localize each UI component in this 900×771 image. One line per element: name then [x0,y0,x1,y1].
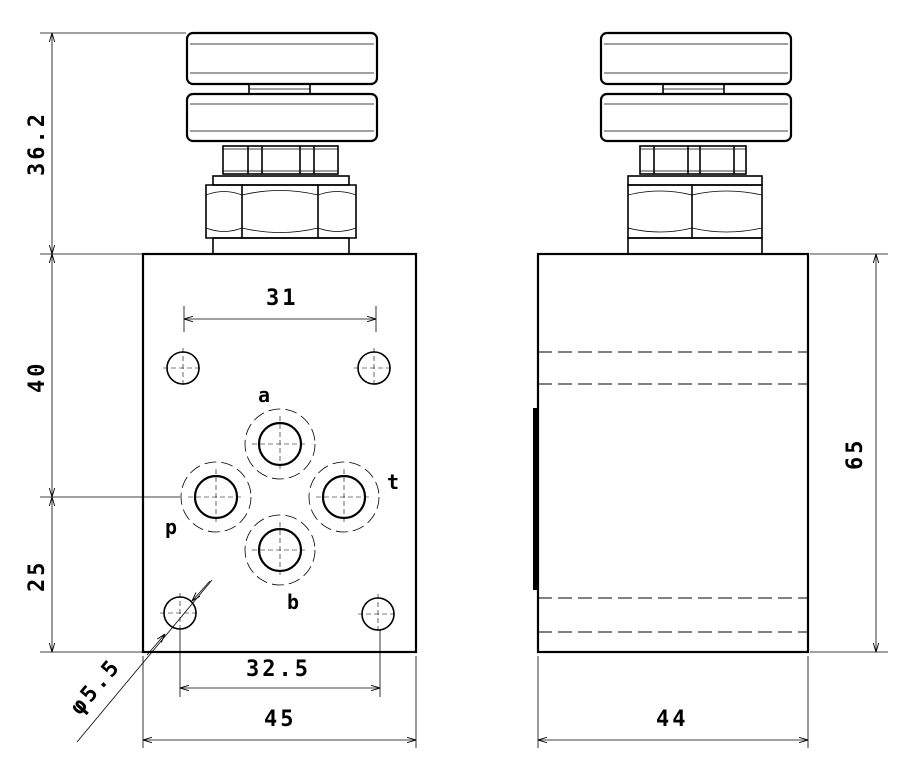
dim-bolt-spacing: 32.5 [179,630,381,697]
dim-side-height: 65 [810,253,888,653]
side-hidden-bores [538,351,808,633]
side-plate [533,408,538,590]
front-hex-nut [205,175,357,255]
side-hex-nut [627,175,763,255]
side-small-nut [639,145,747,175]
dim-32-5-label: 32.5 [246,657,311,682]
dim-36-2-label: 36.2 [25,111,50,176]
dim-phi-5-5-label: φ5.5 [65,654,126,720]
side-knob [599,31,793,143]
dim-bolt-hole-dia: φ5.5 [65,579,213,743]
port-p [180,461,252,533]
port-label-b: b [287,590,299,614]
side-view: 44 65 [533,31,888,748]
port-b [244,514,316,586]
front-bolt-holes [160,348,398,634]
dim-left-verticals: 36.2 40 25 [25,32,186,653]
port-label-t: t [387,470,399,494]
dim-port-spacing: 31 [183,286,377,332]
front-ports [180,408,380,586]
port-label-a: a [258,383,270,407]
side-body [536,252,810,654]
dim-25-label: 25 [25,560,50,593]
front-knob [185,31,379,143]
dim-body-width: 45 [142,656,417,748]
dim-31-label: 31 [266,286,299,311]
dim-65-label: 65 [843,438,868,471]
front-body [141,252,418,654]
front-view: a p t b 31 32.5 45 φ5 [25,31,418,748]
dim-side-width: 44 [537,656,809,748]
front-small-nut [222,145,339,175]
port-label-p: p [165,515,177,539]
dim-44-label: 44 [656,707,689,732]
dim-45-label: 45 [264,707,297,732]
port-t [308,461,380,533]
dim-40-label: 40 [25,361,50,394]
port-a [244,408,316,480]
